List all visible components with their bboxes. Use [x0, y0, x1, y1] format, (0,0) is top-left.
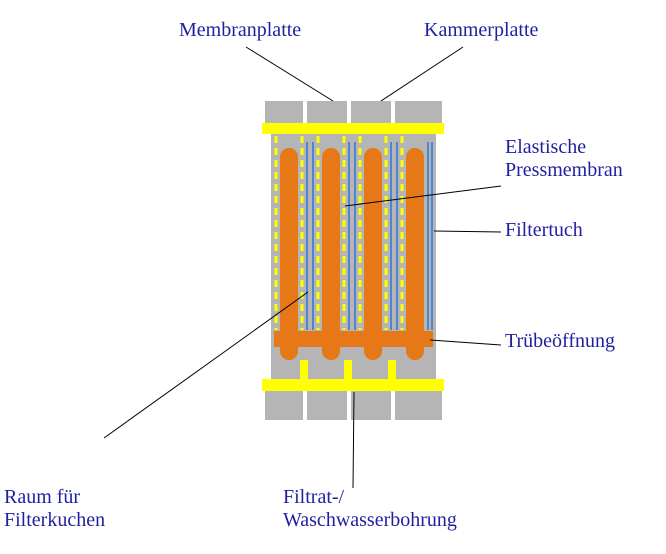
bottom-plate-head — [395, 391, 442, 420]
cake-chamber — [406, 148, 424, 360]
cake-chamber — [322, 148, 340, 360]
leader-truebeoeffnung — [429, 339, 502, 346]
label-filtertuch: Filtertuch — [505, 219, 583, 241]
filtrate-stub — [344, 360, 352, 379]
leader-filtrat-bohrung — [352, 391, 355, 489]
label-membranplatte: Membranplatte — [179, 19, 302, 41]
top-plate-head — [307, 101, 347, 123]
label-raum-fuer-filterkuchen: Raum für Filterkuchen — [4, 486, 106, 531]
cake-chambers — [274, 148, 433, 360]
filtrate-stub — [300, 360, 308, 379]
cake-chamber — [364, 148, 382, 360]
top-plate-head — [265, 101, 303, 123]
bottom-plate-head — [307, 391, 347, 420]
leader-kammerplatte — [380, 46, 464, 102]
yellow-channels — [262, 123, 444, 391]
press-membrane-lines — [274, 136, 404, 330]
label-kammerplatte: Kammerplatte — [424, 19, 539, 41]
top-plate-head — [351, 101, 391, 123]
filter-cloth-lines — [306, 142, 433, 330]
leader-pressmembran — [344, 185, 502, 207]
top-filtrate-channel — [262, 123, 444, 134]
leader-raum-filterkuchen — [103, 291, 309, 439]
label-filtrat-waschwasserbohrung: Filtrat-/ Waschwasserbohrung — [283, 486, 457, 531]
label-truebeoeffnung: Trübeöffnung — [505, 330, 616, 352]
leader-membranplatte — [245, 46, 334, 102]
bottom-plate-head — [265, 391, 303, 420]
slurry-channel — [274, 331, 433, 347]
bottom-plate-head — [351, 391, 391, 420]
label-elastische-pressmembran: Elastische Pressmembran — [505, 136, 623, 181]
filtrate-stub — [388, 360, 396, 379]
bottom-filtrate-channel — [262, 379, 444, 391]
top-plate-head — [395, 101, 442, 123]
leader-filtertuch — [433, 230, 502, 233]
cake-chamber — [280, 148, 298, 360]
leader-lines — [103, 46, 502, 489]
